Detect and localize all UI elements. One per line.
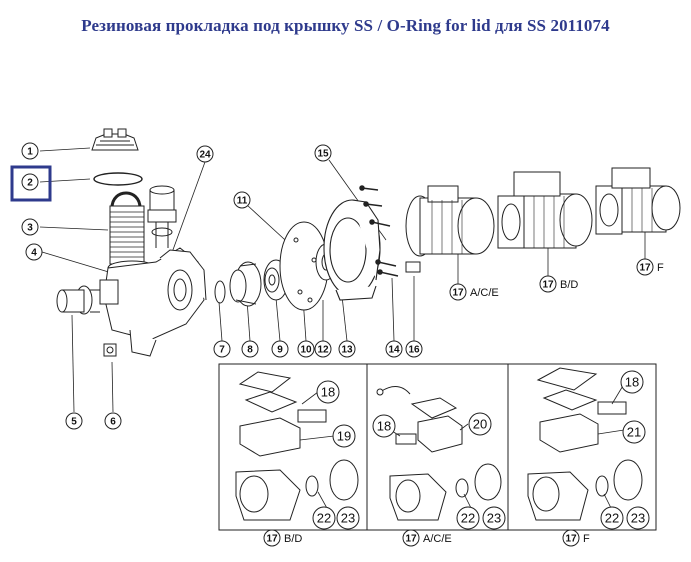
callout-4: 4 [31, 248, 37, 259]
diffuser [229, 261, 262, 307]
motor-f [595, 167, 681, 235]
pump-housing [99, 247, 207, 357]
callout-11: 11 [237, 196, 248, 207]
callout-1: 1 [27, 147, 33, 158]
callout-10: 10 [300, 345, 312, 356]
panel-label-ace: A/C/E [423, 533, 452, 545]
callout-p1-22: 22 [317, 511, 331, 526]
union-fitting [56, 285, 100, 315]
base-foot [405, 261, 421, 273]
motor-label-bd: B/D [560, 279, 578, 291]
pump-lid [91, 128, 139, 151]
callout-5: 5 [71, 417, 77, 428]
callout-17-ace: 17 [452, 288, 464, 299]
callout-p3-23: 23 [631, 511, 645, 526]
strainer-basket [109, 191, 145, 265]
callout-24: 24 [199, 150, 211, 161]
panel-label-f: F [583, 533, 590, 545]
callout-p2-23: 23 [487, 511, 501, 526]
callout-p1-18: 18 [321, 385, 335, 400]
callout-p1-23: 23 [341, 511, 355, 526]
callout-p1-17: 17 [266, 534, 278, 545]
motor-label-f: F [657, 262, 664, 274]
motor-ace [405, 185, 495, 257]
o-ring-7 [214, 280, 226, 304]
callout-p3-21: 21 [627, 425, 641, 440]
highlight-box [10, 165, 52, 202]
detail-panel-ace [366, 363, 509, 531]
callout-p1-19: 19 [337, 429, 351, 444]
callout-p3-18: 18 [625, 375, 639, 390]
motor-bd [497, 171, 593, 249]
callout-7: 7 [219, 345, 225, 356]
callout-p2-22: 22 [461, 511, 475, 526]
o-ring-lid [93, 172, 143, 186]
callout-12: 12 [317, 345, 329, 356]
callout-17-f: 17 [639, 263, 651, 274]
motor-label-ace: A/C/E [470, 287, 499, 299]
detail-panel-f [507, 363, 657, 531]
callout-9: 9 [277, 345, 283, 356]
callout-p2-18: 18 [377, 419, 391, 434]
callout-p3-17: 17 [565, 534, 577, 545]
panel-label-bd: B/D [284, 533, 302, 545]
outlet-union [147, 185, 177, 248]
callout-16: 16 [408, 345, 420, 356]
callout-p3-22: 22 [605, 511, 619, 526]
detail-panel-bd [218, 363, 368, 531]
callout-17-bd: 17 [542, 280, 554, 291]
callout-p2-20: 20 [473, 417, 487, 432]
bolts [359, 185, 399, 277]
callout-2: 2 [27, 178, 33, 189]
pump-cover-13 [323, 199, 381, 301]
callout-15: 15 [317, 149, 329, 160]
callout-p2-17: 17 [405, 534, 417, 545]
callout-13: 13 [341, 345, 353, 356]
callout-3: 3 [27, 223, 33, 234]
callout-14: 14 [388, 345, 400, 356]
page-title: Резиновая прокладка под крышку SS / O-Ri… [81, 16, 610, 35]
drain-plug [103, 343, 117, 357]
callout-8: 8 [247, 345, 253, 356]
callout-6: 6 [110, 417, 116, 428]
